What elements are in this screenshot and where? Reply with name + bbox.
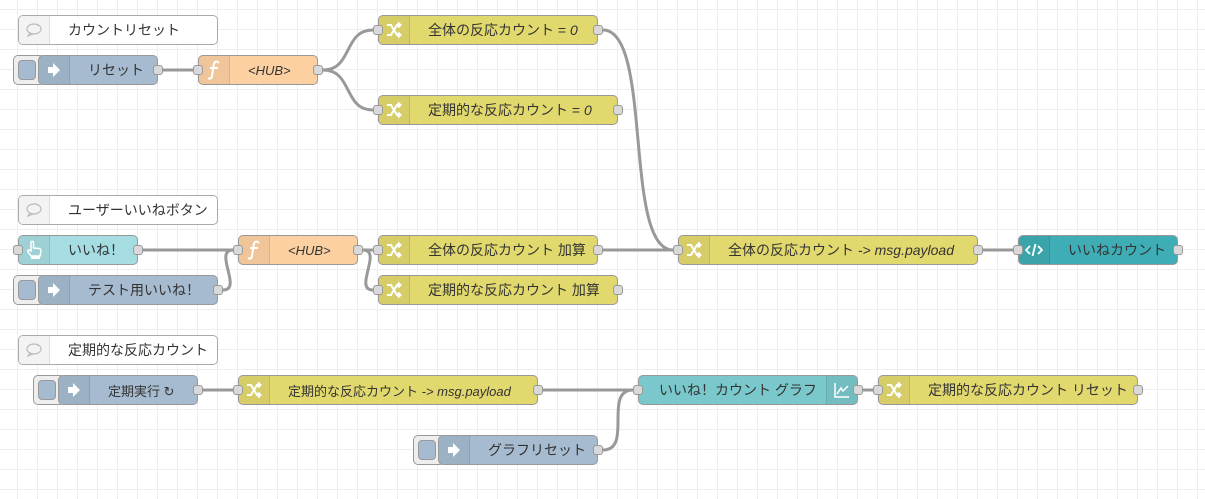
node-label: 定期的な反応カウント リセット	[928, 382, 1128, 398]
change-node-total-add[interactable]: 全体の反応カウント 加算	[373, 235, 603, 265]
node-label: <HUB>	[248, 62, 291, 78]
change-node-total-zero[interactable]: 全体の反応カウント = 0	[373, 15, 603, 45]
node-label: カウントリセット	[68, 22, 180, 38]
arrow-right-icon	[439, 436, 470, 464]
arrow-right-icon	[39, 56, 70, 84]
shuffle-icon	[679, 236, 710, 264]
change-node-periodic-to-payload[interactable]: 定期的な反応カウント -> msg.payload	[233, 375, 543, 405]
node-label: 定期的な反応カウント -> msg.payload	[288, 383, 511, 399]
line-chart-icon	[826, 376, 857, 404]
output-port[interactable]	[193, 385, 203, 395]
output-port[interactable]	[973, 245, 983, 255]
input-port[interactable]	[13, 245, 23, 255]
output-port[interactable]	[153, 65, 163, 75]
comment-icon	[19, 196, 50, 224]
node-label: <HUB>	[288, 242, 331, 258]
wire[interactable]	[602, 28, 674, 252]
shuffle-icon	[379, 276, 410, 304]
change-node-total-to-payload[interactable]: 全体の反応カウント -> msg.payload	[673, 235, 983, 265]
inject-node-graph-reset[interactable]: グラフリセット	[438, 435, 603, 465]
shuffle-icon	[879, 376, 910, 404]
input-port[interactable]	[873, 385, 883, 395]
output-port[interactable]	[133, 245, 143, 255]
node-label: 定期的な反応カウント	[68, 342, 208, 358]
input-port[interactable]	[193, 65, 203, 75]
wire[interactable]	[322, 68, 374, 112]
output-port[interactable]	[593, 25, 603, 35]
function-node-hub-2[interactable]: <HUB>	[233, 235, 363, 265]
node-label: いいね！カウント グラフ	[659, 382, 817, 398]
shuffle-icon	[379, 236, 410, 264]
arrow-right-icon	[39, 276, 70, 304]
function-icon	[239, 236, 270, 264]
wire[interactable]	[362, 248, 374, 292]
wire[interactable]	[222, 248, 234, 292]
function-node-hub-1[interactable]: <HUB>	[193, 55, 323, 85]
node-label: 全体の反応カウント = 0	[428, 22, 578, 38]
comment-node-count-reset[interactable]: カウントリセット	[18, 15, 218, 45]
shuffle-icon	[239, 376, 270, 404]
output-port[interactable]	[1173, 245, 1183, 255]
hand-pointer-icon	[19, 236, 50, 264]
output-port[interactable]	[613, 105, 623, 115]
node-label: グラフリセット	[488, 442, 586, 458]
input-port[interactable]	[373, 285, 383, 295]
output-port[interactable]	[613, 285, 623, 295]
template-node-like-count[interactable]: いいねカウント	[1013, 235, 1183, 265]
input-port[interactable]	[233, 245, 243, 255]
arrow-right-icon	[59, 376, 90, 404]
inject-node-reset[interactable]: リセット	[38, 55, 163, 85]
input-port[interactable]	[373, 105, 383, 115]
comment-node-user-like-button[interactable]: ユーザーいいねボタン	[18, 195, 218, 225]
comment-node-periodic-count[interactable]: 定期的な反応カウント	[18, 335, 218, 365]
node-label: ユーザーいいねボタン	[68, 202, 208, 218]
output-port[interactable]	[313, 65, 323, 75]
wire[interactable]	[322, 28, 374, 72]
chart-node-like-count-graph[interactable]: いいね！カウント グラフ	[633, 375, 863, 405]
wire[interactable]	[602, 388, 634, 452]
output-port[interactable]	[533, 385, 543, 395]
comment-icon	[19, 336, 50, 364]
node-label: いいね！	[68, 242, 124, 258]
input-port[interactable]	[673, 245, 683, 255]
ui-button-node-like[interactable]: いいね！	[13, 235, 143, 265]
function-icon	[199, 56, 230, 84]
input-port[interactable]	[373, 245, 383, 255]
output-port[interactable]	[1133, 385, 1143, 395]
node-label: テスト用いいね！	[88, 282, 200, 298]
node-label: 定期的な反応カウント = 0	[428, 102, 592, 118]
node-label: リセット	[88, 62, 144, 78]
code-icon	[1019, 236, 1050, 264]
change-node-periodic-add[interactable]: 定期的な反応カウント 加算	[373, 275, 623, 305]
input-port[interactable]	[633, 385, 643, 395]
shuffle-icon	[379, 96, 410, 124]
output-port[interactable]	[593, 445, 603, 455]
change-node-periodic-zero[interactable]: 定期的な反応カウント = 0	[373, 95, 623, 125]
node-label: 全体の反応カウント 加算	[428, 242, 586, 258]
output-port[interactable]	[353, 245, 363, 255]
shuffle-icon	[379, 16, 410, 44]
node-label: 全体の反応カウント -> msg.payload	[728, 242, 954, 258]
node-label: 定期実行 ↻	[108, 383, 175, 399]
output-port[interactable]	[213, 285, 223, 295]
input-port[interactable]	[1013, 245, 1023, 255]
comment-icon	[19, 16, 50, 44]
change-node-periodic-reset[interactable]: 定期的な反応カウント リセット	[873, 375, 1143, 405]
inject-node-test-like[interactable]: テスト用いいね！	[38, 275, 223, 305]
output-port[interactable]	[593, 245, 603, 255]
node-label: いいねカウント	[1068, 242, 1166, 258]
output-port[interactable]	[853, 385, 863, 395]
inject-node-periodic[interactable]: 定期実行 ↻	[58, 375, 203, 405]
input-port[interactable]	[373, 25, 383, 35]
input-port[interactable]	[233, 385, 243, 395]
node-label: 定期的な反応カウント 加算	[428, 282, 600, 298]
